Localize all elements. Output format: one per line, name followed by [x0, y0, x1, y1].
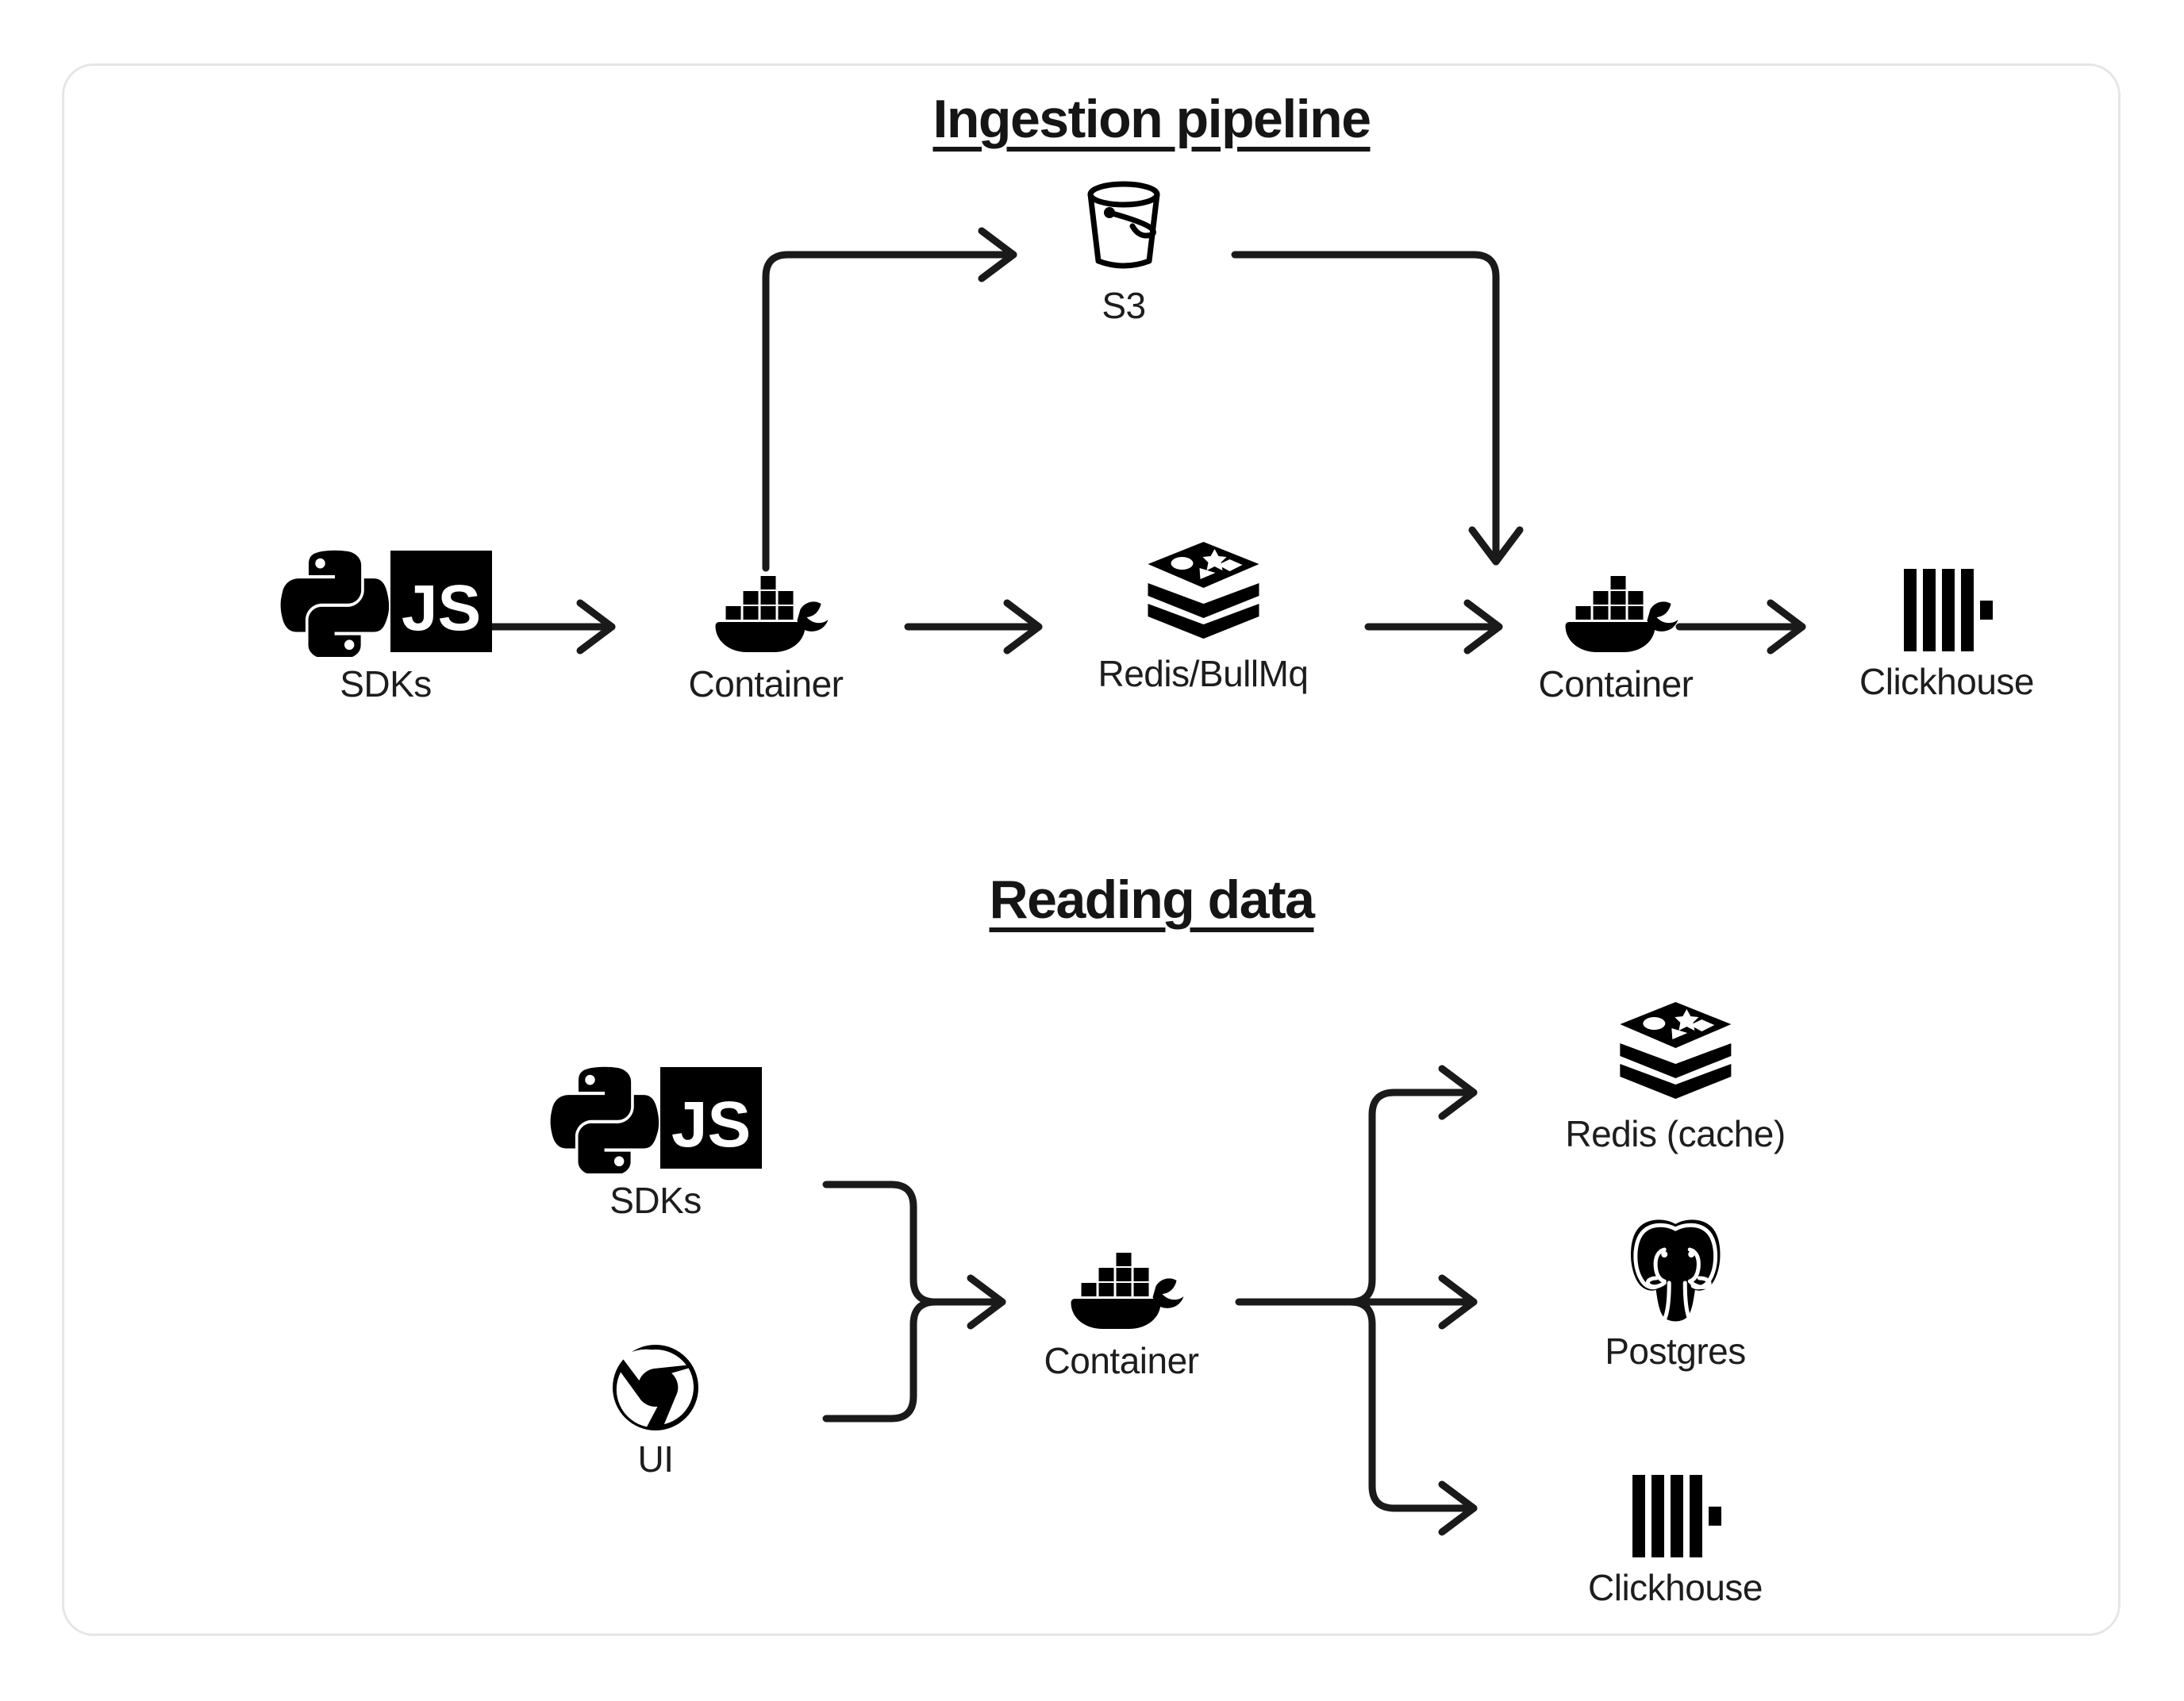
docker-icon — [1071, 1253, 1184, 1329]
js-badge-text: JS — [401, 572, 482, 644]
node-ingestion-redis: Redis/BullMq — [1098, 536, 1309, 693]
reading-data-title: Reading data — [989, 870, 1315, 930]
node-label-redis: Redis/BullMq — [1098, 653, 1309, 694]
redis-icon — [1620, 1002, 1731, 1099]
diagram-card: Ingestion pipeline — [62, 63, 2121, 1636]
node-ingestion-s3: S3 — [1075, 177, 1172, 324]
python-js-icon: JS — [279, 546, 492, 657]
node-label-s3: S3 — [1102, 285, 1146, 326]
node-reading-postgres: Postgres — [1605, 1216, 1746, 1370]
docker-icon — [1565, 576, 1678, 652]
js-badge-text: JS — [671, 1089, 752, 1161]
javascript-icon: JS — [390, 551, 492, 652]
node-label-container: Container — [688, 663, 844, 705]
redis-icon — [1148, 542, 1259, 639]
node-reading-clickhouse: Clickhouse — [1588, 1472, 1763, 1607]
node-label-clickhouse: Clickhouse — [1859, 661, 2035, 702]
python-icon — [550, 1066, 659, 1173]
node-label-sdks: SDKs — [609, 1180, 702, 1221]
postgres-icon — [1630, 1219, 1721, 1322]
node-label-postgres: Postgres — [1605, 1330, 1746, 1372]
clickhouse-icon — [1904, 569, 1993, 651]
node-label-sdks: SDKs — [340, 663, 432, 705]
node-label-container: Container — [1044, 1340, 1199, 1381]
javascript-icon: JS — [660, 1067, 762, 1169]
node-ingestion-sdks: JS SDKs — [279, 546, 492, 703]
chrome-icon — [613, 1345, 698, 1430]
node-reading-sdks: JS SDKs — [549, 1062, 762, 1219]
python-icon — [280, 550, 390, 657]
node-reading-redis-cache: Redis (cache) — [1565, 996, 1786, 1154]
node-reading-container: Container — [1044, 1238, 1199, 1380]
docker-icon — [715, 576, 829, 652]
ingestion-pipeline-title: Ingestion pipeline — [932, 89, 1371, 149]
node-ingestion-clickhouse: Clickhouse — [1859, 566, 2035, 702]
node-label-clickhouse: Clickhouse — [1588, 1567, 1763, 1608]
node-reading-ui: UI — [611, 1343, 700, 1478]
python-js-icon: JS — [549, 1062, 762, 1173]
node-ingestion-container-1: Container — [689, 562, 844, 703]
node-label-redis-cache: Redis (cache) — [1565, 1113, 1786, 1154]
node-ingestion-container-2: Container — [1539, 562, 1694, 703]
bucket-icon — [1087, 181, 1160, 269]
node-label-container: Container — [1538, 663, 1694, 705]
node-label-ui: UI — [637, 1438, 675, 1480]
clickhouse-icon — [1632, 1475, 1721, 1557]
